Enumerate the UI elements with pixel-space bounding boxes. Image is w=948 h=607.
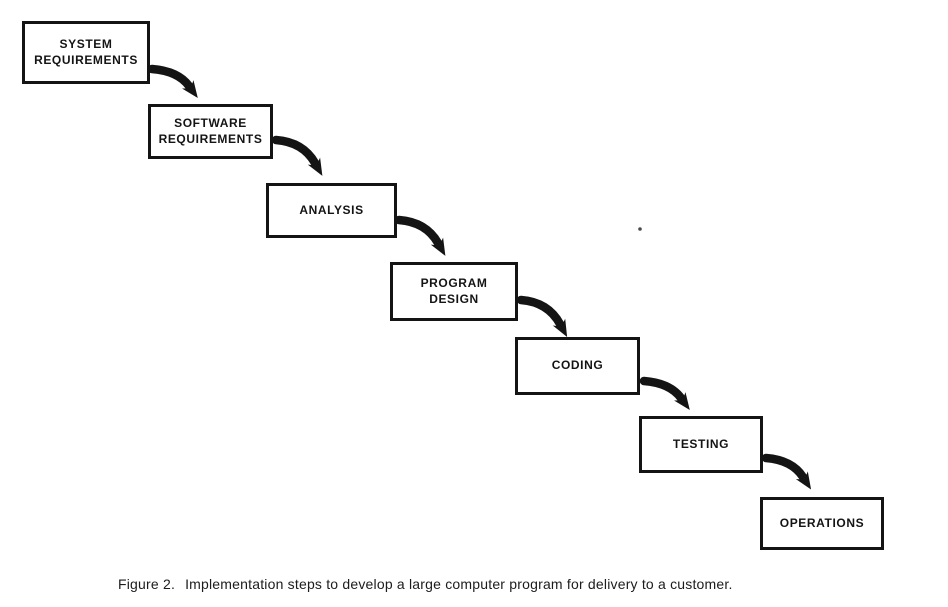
box-operations: OPERATIONS xyxy=(760,497,884,550)
flow-arrow-3 xyxy=(394,215,446,256)
box-software-requirements: SOFTWARE REQUIREMENTS xyxy=(148,104,273,159)
box-system-requirements: SYSTEM REQUIREMENTS xyxy=(22,21,150,84)
flow-arrow-2 xyxy=(271,135,323,176)
flow-arrow-1 xyxy=(147,64,198,98)
box-program-design: PROGRAM DESIGN xyxy=(390,262,518,321)
figure-caption-text: Implementation steps to develop a large … xyxy=(185,576,733,592)
box-coding: CODING xyxy=(515,337,640,395)
print-speck xyxy=(638,227,642,231)
flow-arrow-6 xyxy=(761,453,812,490)
figure-caption: Figure 2. Implementation steps to develop… xyxy=(118,576,733,592)
figure-number: Figure 2. xyxy=(118,576,176,592)
flow-arrow-4 xyxy=(516,295,568,338)
flow-arrow-5 xyxy=(639,376,690,410)
box-analysis: ANALYSIS xyxy=(266,183,397,238)
box-testing: TESTING xyxy=(639,416,763,473)
